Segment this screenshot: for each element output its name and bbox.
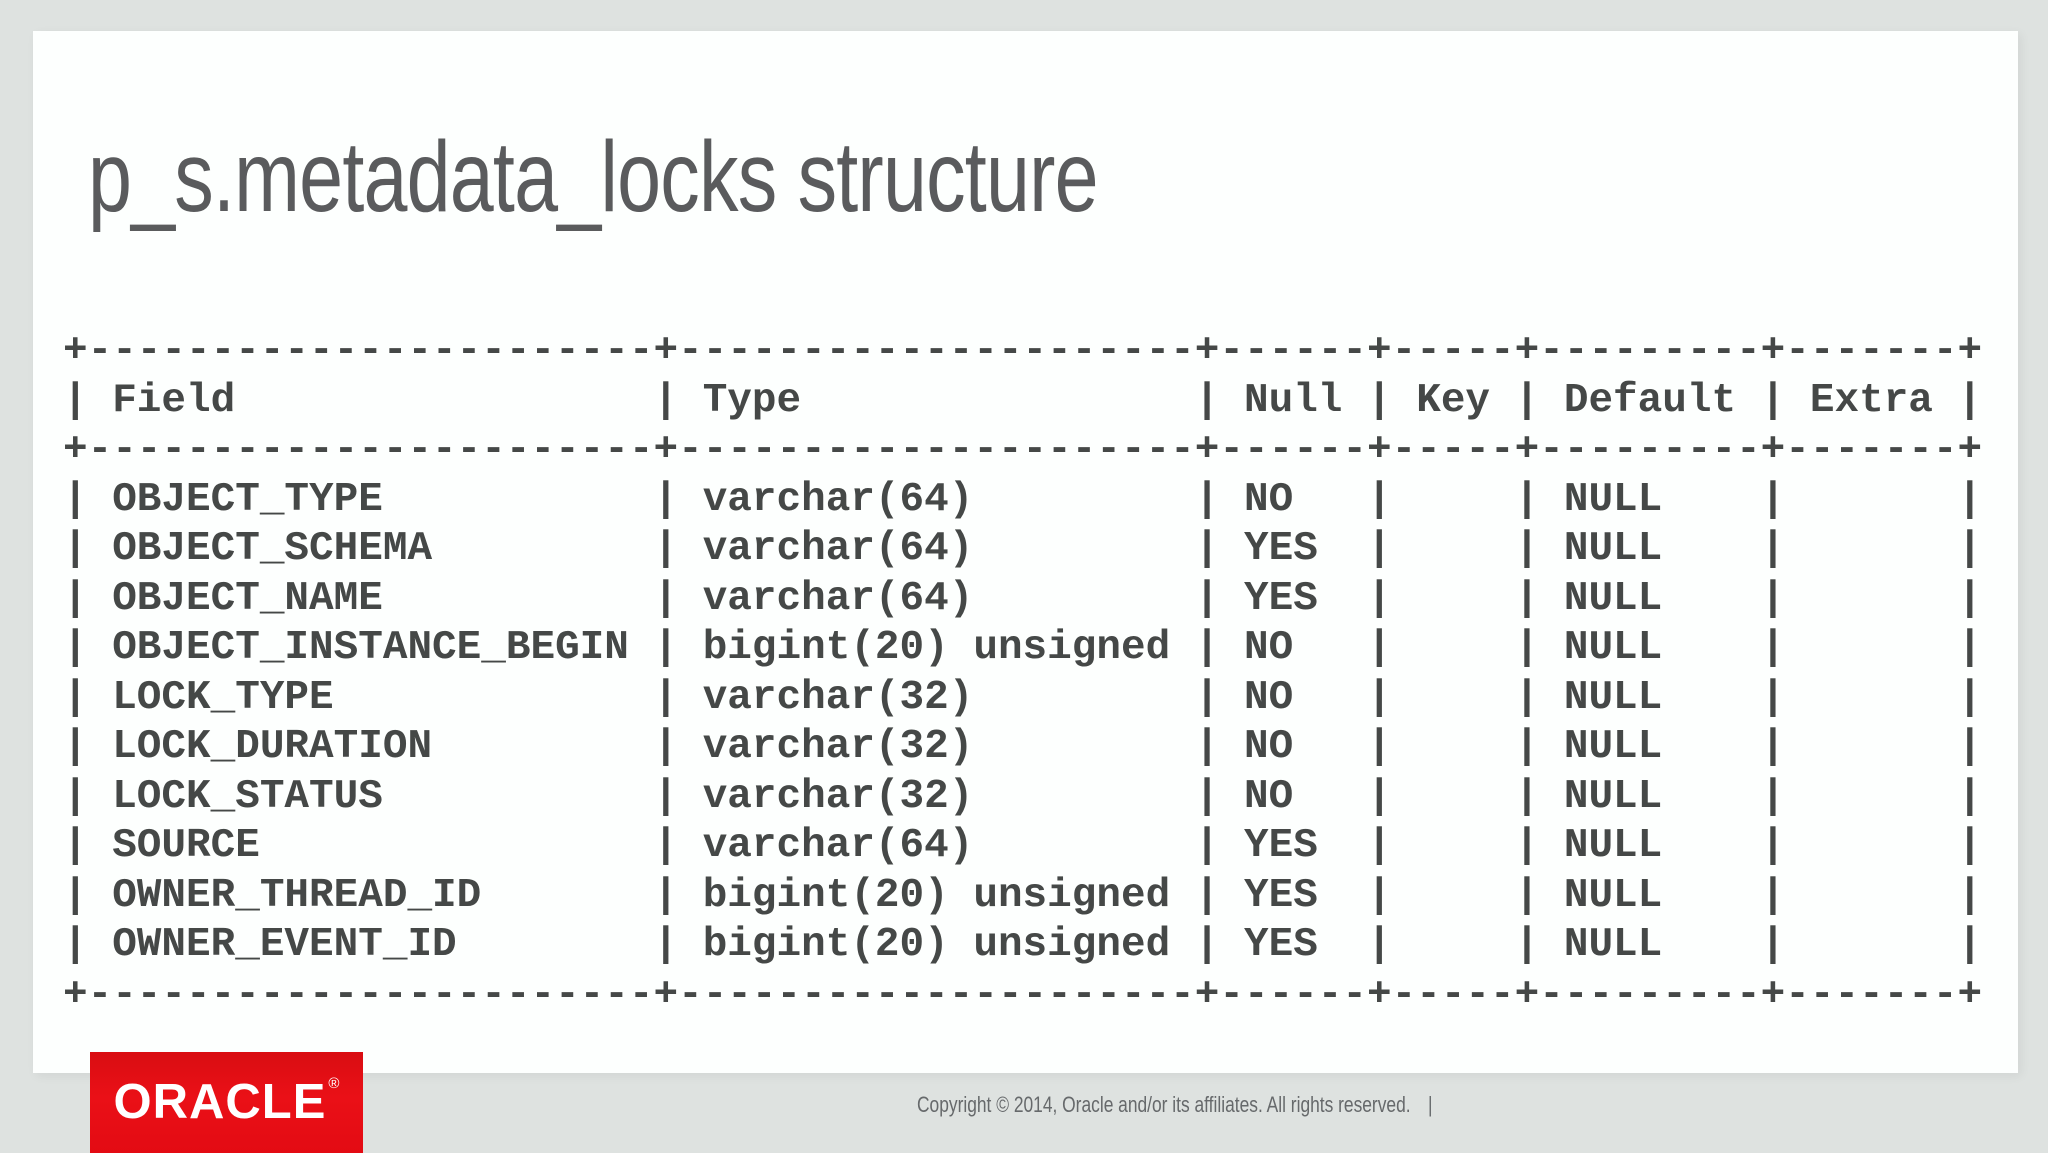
footer-separator: | bbox=[1428, 1092, 1433, 1117]
copyright-text: Copyright © 2014, Oracle and/or its affi… bbox=[917, 1092, 1411, 1117]
oracle-logo: ORACLE ® bbox=[90, 1052, 363, 1153]
schema-ascii-table: +-----------------------+---------------… bbox=[63, 328, 1983, 1018]
slide: p_s.metadata_locks structure +----------… bbox=[33, 31, 2018, 1073]
footer-copyright: Copyright © 2014, Oracle and/or its affi… bbox=[917, 1092, 1433, 1118]
oracle-logo-text: ORACLE bbox=[113, 1075, 327, 1129]
registered-trademark-icon: ® bbox=[328, 1075, 340, 1092]
slide-title: p_s.metadata_locks structure bbox=[88, 121, 1099, 233]
